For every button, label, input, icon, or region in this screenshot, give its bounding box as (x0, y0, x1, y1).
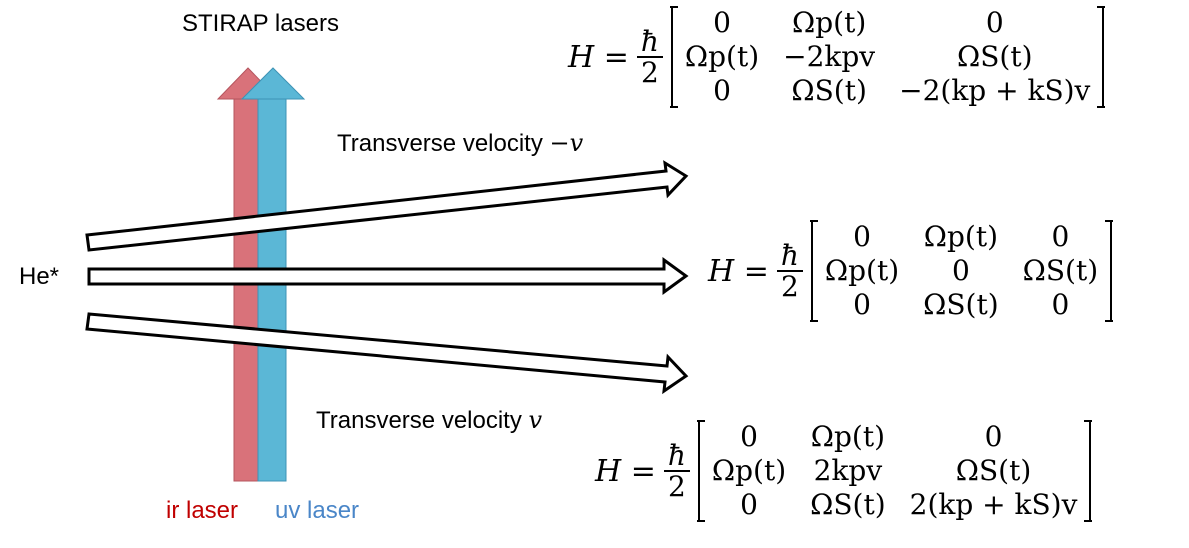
matrix-cell: −2kpv (783, 40, 875, 74)
hamiltonian-prefix: H = (568, 40, 629, 75)
matrix-cell: 2kpv (810, 454, 886, 488)
transverse-velocity-bottom-var: v (529, 406, 543, 434)
hbar-over-two: ħ 2 (777, 241, 803, 302)
matrix-cell: 0 (923, 254, 999, 288)
matrix-cell: 0 (685, 74, 759, 108)
stirap-lasers-label: STIRAP lasers (182, 10, 339, 38)
hamiltonian-prefix: H = (595, 454, 656, 489)
matrix-cell: ΩS(t) (910, 454, 1078, 488)
matrix-cell: Ωp(t) (825, 254, 899, 288)
matrix-cell: ΩS(t) (783, 74, 875, 108)
matrix-cell: Ωp(t) (685, 40, 759, 74)
atom-beam-arrow-down (87, 314, 686, 391)
matrix-cell: 2(kp + kS)v (910, 488, 1078, 522)
matrix-cell: Ωp(t) (783, 6, 875, 40)
matrix-cell: 0 (1023, 288, 1099, 322)
matrix-cell: 0 (712, 420, 786, 454)
transverse-velocity-top-text: Transverse velocity (337, 130, 543, 157)
matrix-cell: 0 (910, 420, 1078, 454)
ir-laser-label: ir laser (166, 497, 238, 525)
he-label: He* (19, 263, 59, 291)
matrix-cell: 0 (899, 6, 1090, 40)
hamiltonian-prefix: H = (708, 254, 769, 289)
matrix-cell: −2(kp + kS)v (899, 74, 1090, 108)
matrix-cell: 0 (825, 220, 899, 254)
matrix-cell: 0 (712, 488, 786, 522)
matrix-cell: ΩS(t) (899, 40, 1090, 74)
uv-laser-label: uv laser (275, 497, 359, 525)
atom-beam-arrow-straight (89, 260, 686, 292)
matrix-cell: Ωp(t) (712, 454, 786, 488)
transverse-velocity-bottom-text: Transverse velocity (316, 407, 522, 434)
hbar-over-two: ħ 2 (637, 27, 663, 88)
matrix-cell: ΩS(t) (1023, 254, 1099, 288)
transverse-velocity-bottom-label: Transverse velocity v (316, 406, 542, 435)
matrix-cell: 0 (685, 6, 759, 40)
hbar-over-two: ħ 2 (664, 441, 690, 502)
matrix-cell: Ωp(t) (810, 420, 886, 454)
atom-beam-arrow-up (87, 163, 686, 250)
matrix-cell: 0 (825, 288, 899, 322)
matrix-cell: 0 (1023, 220, 1099, 254)
transverse-velocity-top-var: −v (550, 129, 584, 157)
matrix-cell: Ωp(t) (923, 220, 999, 254)
matrix-cell: ΩS(t) (810, 488, 886, 522)
matrix-cell: ΩS(t) (923, 288, 999, 322)
transverse-velocity-top-label: Transverse velocity −v (337, 129, 583, 158)
